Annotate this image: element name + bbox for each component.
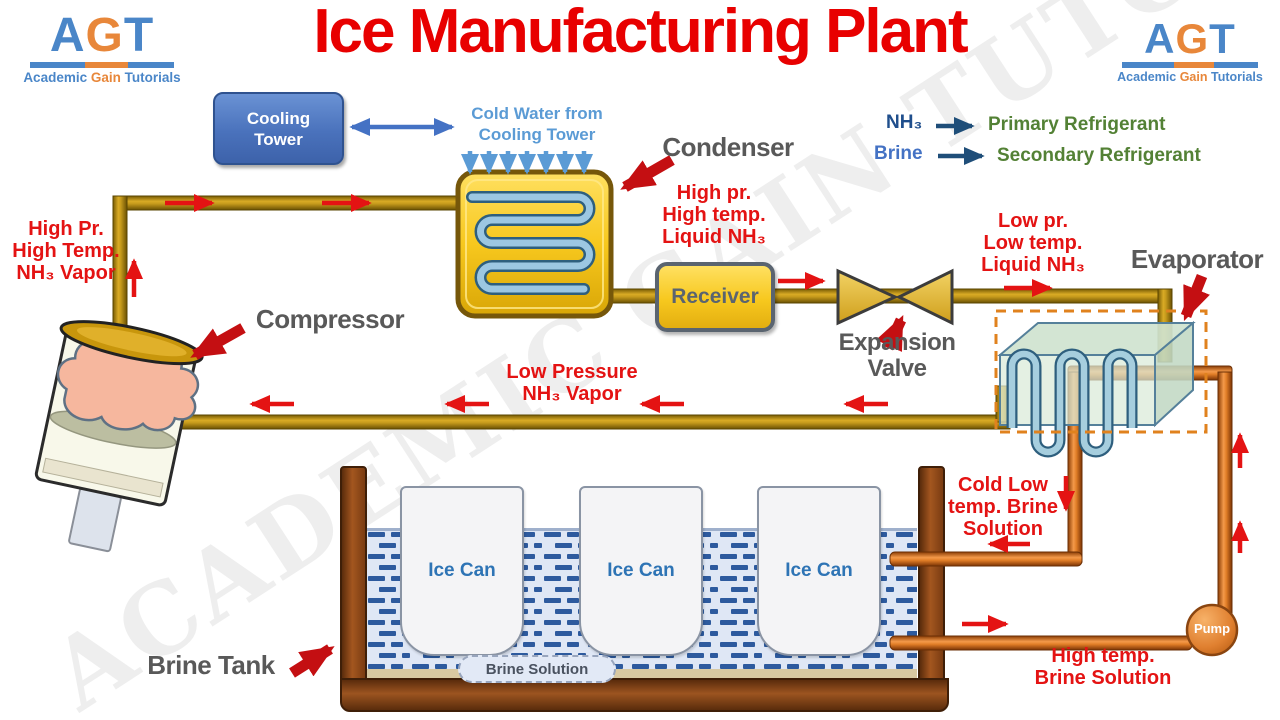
receiver: Receiver <box>655 262 775 332</box>
tank-left-wall <box>340 466 367 696</box>
legend-meaning-secondary: Secondary Refrigerant <box>997 145 1201 166</box>
agt-logo-left: AGT Academic Gain Tutorials <box>22 12 182 85</box>
cooling-tower: Cooling Tower <box>213 92 344 165</box>
brine-tank-label: Brine Tank <box>147 650 275 680</box>
high-temp-brine-label: High temp. Brine Solution <box>1034 645 1172 689</box>
high-pressure-vapor-label: High Pr. High Temp. NH₃ Vapor <box>12 218 120 284</box>
expansion-valve-label: Expansion Valve <box>838 329 956 382</box>
brine-solution-label: Brine Solution <box>458 655 616 683</box>
evaporator-label: Evaporator <box>1130 244 1264 274</box>
pointer-arrows <box>190 155 1210 678</box>
cold-brine-label: Cold Low temp. Brine Solution <box>947 474 1059 540</box>
agt-tagline: Academic Gain Tutorials <box>1117 70 1263 84</box>
legend-term-nh3: NH₃ <box>886 112 923 133</box>
compressor-piston-rod <box>68 487 122 553</box>
page-title: Ice Manufacturing Plant <box>313 0 968 66</box>
agt-wordmark: AGT <box>1144 15 1236 62</box>
agt-logo-right: AGT Academic Gain Tutorials <box>1114 18 1266 84</box>
evaporator <box>994 309 1208 458</box>
evaporator-dashed-outline <box>994 309 1208 434</box>
compressor <box>34 320 204 553</box>
tank-bottom-wall <box>340 678 949 712</box>
ice-can: Ice Can <box>579 486 703 656</box>
pump-label: Pump <box>1193 621 1231 636</box>
legend-meaning-primary: Primary Refrigerant <box>988 114 1166 135</box>
low-pressure-vapor-label: Low Pressure NH₃ Vapor <box>506 361 638 405</box>
ice-can: Ice Can <box>757 486 881 656</box>
agt-underline <box>1122 62 1258 68</box>
condenser <box>455 169 614 319</box>
flow-arrows <box>125 117 1249 633</box>
expansion-valve <box>836 268 954 326</box>
ice-can: Ice Can <box>400 486 524 656</box>
condenser-label: Condenser <box>662 132 794 162</box>
legend-term-brine: Brine <box>874 143 923 164</box>
expansion-valve-pointer-arrow <box>875 315 906 352</box>
condenser-pointer-arrow <box>620 155 675 192</box>
brine-tank-pointer-arrow <box>289 644 335 678</box>
pump <box>1185 603 1239 657</box>
agt-underline <box>30 62 174 68</box>
compressor-label: Compressor <box>255 304 405 334</box>
tank-right-wall <box>918 466 945 696</box>
low-pressure-liquid-label: Low pr. Low temp. Liquid NH₃ <box>981 210 1085 276</box>
agt-tagline: Academic Gain Tutorials <box>23 70 181 85</box>
high-pressure-liquid-label: High pr. High temp. Liquid NH₃ <box>662 182 766 248</box>
evaporator-pointer-arrow <box>1180 273 1210 322</box>
agt-wordmark: AGT <box>49 9 155 62</box>
cold-water-label: Cold Water from Cooling Tower <box>471 104 603 144</box>
compressor-pointer-arrow <box>190 323 246 360</box>
